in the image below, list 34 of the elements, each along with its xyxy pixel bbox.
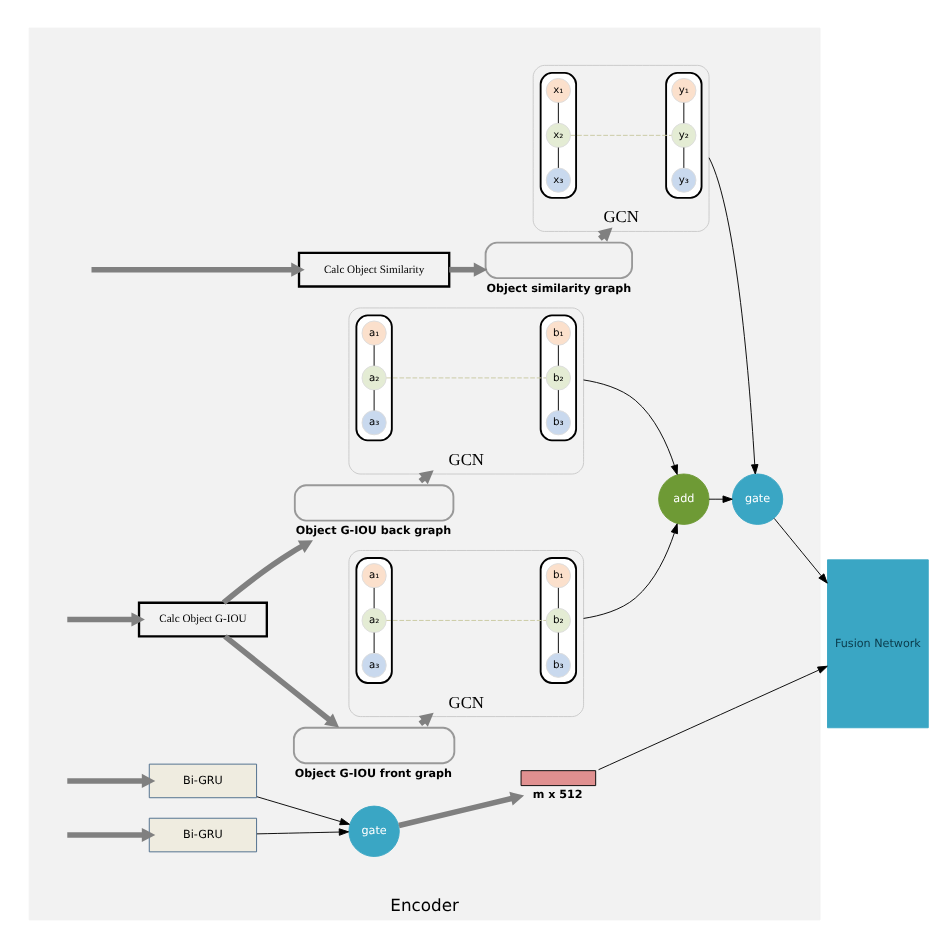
connector	[556, 587, 558, 609]
arrow	[66, 827, 155, 843]
cluster	[664, 71, 702, 199]
connector	[556, 632, 558, 654]
arrow	[220, 540, 312, 605]
arrow	[772, 517, 827, 584]
arrow	[707, 495, 732, 503]
arrow	[597, 665, 827, 771]
connector	[556, 147, 558, 169]
cluster	[538, 314, 577, 442]
arrow	[255, 828, 349, 836]
arrow	[582, 379, 677, 475]
arrow	[397, 791, 524, 829]
cluster	[354, 557, 392, 684]
arrow	[582, 523, 677, 619]
arrow	[707, 157, 758, 475]
cluster	[354, 314, 392, 442]
connector	[569, 134, 671, 136]
node-box	[291, 726, 455, 765]
connector	[385, 377, 546, 379]
node-box	[292, 484, 454, 522]
arrow	[90, 262, 304, 277]
connector	[556, 102, 558, 124]
node-box	[483, 241, 632, 280]
arrow	[66, 612, 144, 627]
arrow	[448, 262, 487, 277]
arrow	[66, 773, 155, 788]
connector	[556, 344, 558, 367]
arrow	[222, 634, 339, 728]
cluster	[538, 71, 577, 199]
connector	[556, 389, 558, 411]
cluster	[538, 557, 577, 684]
arrow	[255, 796, 349, 826]
connector	[385, 620, 546, 621]
